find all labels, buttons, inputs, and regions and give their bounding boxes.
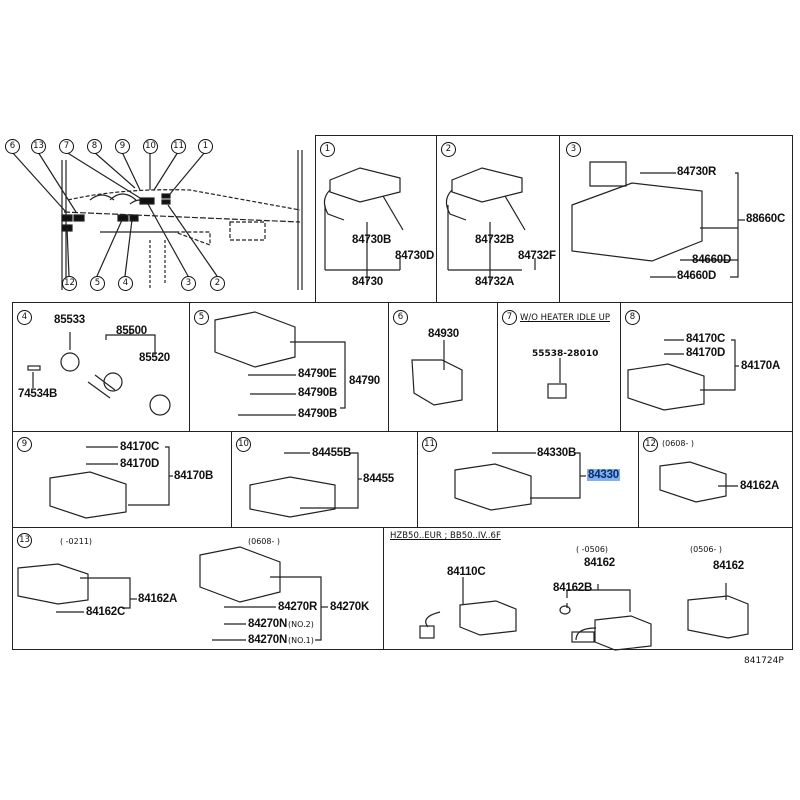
part-label[interactable]: 84730D — [395, 250, 435, 262]
part-label[interactable]: 84162A — [740, 480, 780, 492]
date-range: ( -0506) — [576, 545, 609, 554]
part-label[interactable]: 84162B — [553, 582, 593, 594]
overview-callout[interactable]: 2 — [210, 276, 225, 291]
part-label[interactable]: 84660D — [677, 270, 717, 282]
overview-callout[interactable]: 8 — [87, 139, 102, 154]
panel-number: 13 — [17, 533, 32, 548]
part-label[interactable]: 84170C — [120, 441, 160, 453]
overview-callout[interactable]: 10 — [143, 139, 158, 154]
panel-14 — [383, 527, 793, 650]
overview-callout[interactable]: 3 — [181, 276, 196, 291]
overview-callout[interactable]: 5 — [90, 276, 105, 291]
panel-4 — [12, 302, 190, 432]
part-label[interactable]: 84660D — [692, 254, 732, 266]
part-label[interactable]: 84162A — [138, 593, 178, 605]
date-range: (0506- ) — [690, 545, 723, 554]
part-label[interactable]: 84790B — [298, 387, 338, 399]
panel-number: 9 — [17, 437, 32, 452]
panel-number: 6 — [393, 310, 408, 325]
part-label[interactable]: 85533 — [54, 314, 85, 326]
overview-callout[interactable]: 6 — [5, 139, 20, 154]
part-label[interactable]: 84790B — [298, 408, 338, 420]
part-label[interactable]: 84730R — [677, 166, 717, 178]
panel-note: W/O HEATER IDLE UP — [520, 313, 610, 323]
panel-number: 8 — [625, 310, 640, 325]
overview-callout[interactable]: 1 — [198, 139, 213, 154]
panel-number: 2 — [441, 142, 456, 157]
overview-callout[interactable]: 13 — [31, 139, 46, 154]
drawing-code: 841724P — [744, 656, 784, 666]
part-label[interactable]: 84930 — [428, 328, 459, 340]
overview-callout[interactable]: 12 — [62, 276, 77, 291]
part-label[interactable]: 84270K — [330, 601, 370, 613]
part-label[interactable]: 84730 — [352, 276, 383, 288]
panel-5 — [189, 302, 389, 432]
overview-callout[interactable]: 11 — [171, 139, 186, 154]
part-label[interactable]: 84730B — [352, 234, 392, 246]
part-label[interactable]: 84732B — [475, 234, 515, 246]
panel-number: 3 — [566, 142, 581, 157]
part-label[interactable]: 85500 — [116, 325, 147, 337]
panel-number: 12 — [643, 437, 658, 452]
part-label[interactable]: 84162 — [584, 557, 615, 569]
part-suffix: (NO.1) — [288, 636, 314, 645]
part-suffix: (NO.2) — [288, 620, 314, 629]
part-label[interactable]: 84732F — [518, 250, 556, 262]
panel-number: 11 — [422, 437, 437, 452]
part-label[interactable]: 84110C — [447, 566, 486, 578]
part-label[interactable]: 84455 — [363, 473, 394, 485]
part-label[interactable]: 88660C — [746, 213, 786, 225]
part-label[interactable]: 84162C — [86, 606, 126, 618]
part-label[interactable]: 84170B — [174, 470, 214, 482]
part-label[interactable]: 84170D — [686, 347, 726, 359]
panel-number: 1 — [320, 142, 335, 157]
date-range: (0608- ) — [662, 439, 695, 448]
date-range: (0608- ) — [248, 537, 281, 546]
part-label[interactable]: 84170C — [686, 333, 726, 345]
date-range: ( -0211) — [60, 537, 93, 546]
part-label[interactable]: 84330B — [537, 447, 577, 459]
panel-number: 7 — [502, 310, 517, 325]
part-label[interactable]: 85520 — [139, 352, 170, 364]
overview-callout[interactable]: 4 — [118, 276, 133, 291]
part-label[interactable]: 84790 — [349, 375, 380, 387]
part-label[interactable]: 55538-28010 — [532, 349, 599, 359]
part-label[interactable]: 84732A — [475, 276, 515, 288]
part-label[interactable]: 84790E — [298, 368, 337, 380]
part-label[interactable]: 84270N — [248, 618, 288, 630]
part-label[interactable]: 84270R — [278, 601, 318, 613]
panel-number: 10 — [236, 437, 251, 452]
part-label[interactable]: 84170D — [120, 458, 160, 470]
panel-number: 5 — [194, 310, 209, 325]
panel-number: 4 — [17, 310, 32, 325]
part-label[interactable]: 74534B — [18, 388, 58, 400]
part-label-highlighted[interactable]: 84330 — [587, 469, 620, 481]
part-label[interactable]: 84170A — [741, 360, 781, 372]
part-label[interactable]: 84270N — [248, 634, 288, 646]
part-label[interactable]: 84162 — [713, 560, 744, 572]
overview-callout[interactable]: 7 — [59, 139, 74, 154]
overview-callout[interactable]: 9 — [115, 139, 130, 154]
panel-note: HZB50..EUR ; BB50..IV..6F — [390, 531, 501, 541]
part-label[interactable]: 84455B — [312, 447, 352, 459]
